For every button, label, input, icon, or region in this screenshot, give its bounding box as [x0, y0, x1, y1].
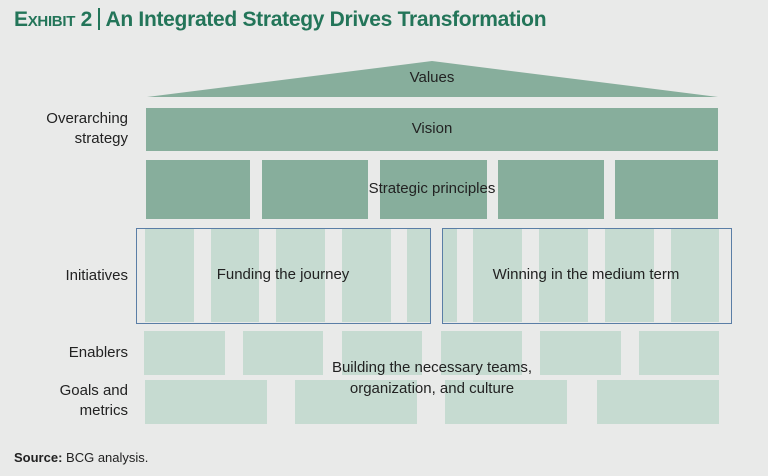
initiative-box-funding — [136, 228, 431, 324]
principle-pillar — [498, 160, 604, 219]
goal-block — [445, 380, 567, 424]
initiative-stripe — [671, 229, 719, 322]
initiative-winning-label: Winning in the medium term — [492, 266, 680, 283]
principle-pillar — [615, 160, 718, 219]
source-note: Source: BCG analysis. — [14, 450, 148, 465]
side-label-line: Overarching — [46, 110, 128, 127]
side-label-line: strategy — [74, 130, 128, 147]
enabler-block — [243, 331, 323, 375]
principle-pillar — [380, 160, 487, 219]
initiative-stripe — [473, 229, 522, 322]
goal-block — [597, 380, 719, 424]
side-label-initiatives: Initiatives — [65, 267, 128, 284]
initiative-stripe — [211, 229, 259, 322]
initiative-stripe — [276, 229, 325, 322]
enabler-block — [639, 331, 719, 375]
foundation-line-2: organization, and culture — [349, 380, 515, 397]
principle-pillar — [146, 160, 250, 219]
side-label-line: Goals and — [59, 382, 128, 399]
side-label-enablers: Enablers — [68, 344, 128, 361]
side-label-goals: Goals and metrics — [60, 381, 128, 421]
initiative-box-winning — [442, 228, 732, 324]
foundation-label: Building the necessary teams, organizati… — [282, 357, 582, 399]
side-label-line: metrics — [79, 402, 128, 419]
goal-block — [295, 380, 417, 424]
enabler-block — [144, 331, 225, 375]
enabler-block — [342, 331, 422, 375]
initiative-stripe — [539, 229, 588, 322]
exhibit-title: Exhibit 2 An Integrated Strategy Drives T… — [14, 8, 547, 32]
source-text: BCG analysis. — [66, 450, 149, 465]
initiative-stripe — [442, 229, 457, 322]
side-label-overarching: Overarching strategy — [46, 109, 128, 149]
initiative-funding-label: Funding the journey — [216, 266, 350, 283]
goal-block — [145, 380, 267, 424]
values-label: Values — [409, 69, 455, 86]
title-divider — [98, 8, 100, 30]
roof-triangle — [147, 61, 718, 97]
source-label: Source: — [14, 450, 63, 465]
vision-label: Vision — [411, 120, 453, 137]
enabler-block — [540, 331, 621, 375]
principles-label: Strategic principles — [368, 180, 496, 197]
initiative-stripe — [605, 229, 654, 322]
exhibit-number: Exhibit 2 — [14, 8, 92, 31]
initiative-stripe — [407, 229, 430, 322]
initiative-stripe — [145, 229, 194, 322]
enabler-block — [441, 331, 522, 375]
vision-block — [146, 108, 718, 151]
foundation-line-1: Building the necessary teams, — [331, 359, 533, 376]
principle-pillar — [262, 160, 368, 219]
initiative-stripe — [342, 229, 391, 322]
title-text: An Integrated Strategy Drives Transforma… — [105, 8, 547, 31]
